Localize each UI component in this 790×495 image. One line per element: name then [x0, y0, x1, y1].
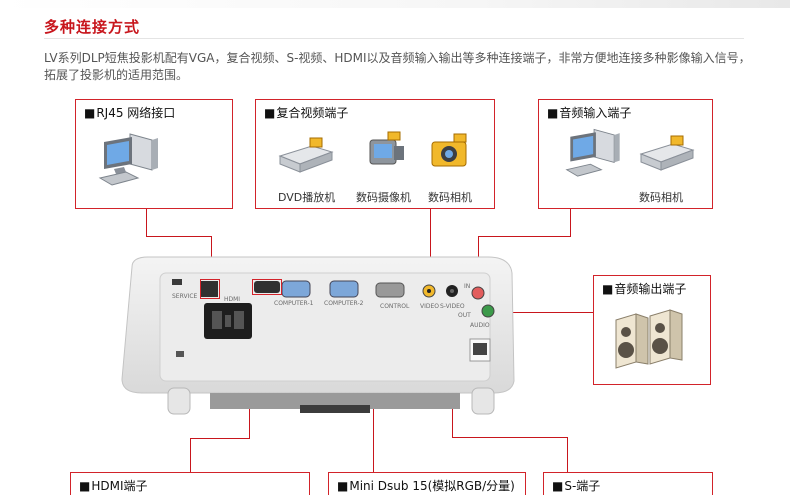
connector-line	[190, 438, 250, 439]
connector-line	[567, 437, 568, 472]
rj45-port-highlight	[200, 279, 220, 299]
computer-icon	[565, 128, 620, 177]
panel-label-svideo: S-VIDEO	[440, 303, 465, 310]
audio-output-label: 音频输出端子	[602, 280, 686, 297]
digital-camera-icon	[431, 133, 467, 167]
connector-line	[190, 438, 191, 472]
panel-label-computer1: COMPUTER-1	[274, 300, 314, 307]
connector-line	[452, 437, 568, 438]
camcorder-icon	[369, 131, 404, 165]
connector-line	[146, 236, 212, 237]
computer-icon	[98, 133, 158, 186]
composite-video-label: 复合视频端子	[264, 104, 348, 121]
device-caption: 数码相机	[428, 191, 472, 204]
device-caption: 数码相机	[639, 191, 683, 204]
speaker-icon	[615, 309, 683, 369]
rj45-box: RJ45 网络接口	[75, 99, 233, 209]
connector-line	[430, 209, 431, 285]
connector-line	[146, 209, 147, 236]
hdmi-label: HDMI端子	[79, 477, 147, 494]
panel-label-in: IN	[464, 283, 471, 290]
connector-line	[478, 236, 570, 237]
section-title: 多种连接方式	[44, 18, 141, 36]
panel-label-control: CONTROL	[380, 303, 410, 310]
audio-input-label: 音频输入端子	[547, 104, 631, 121]
svideo-box: S-端子	[543, 472, 713, 495]
projector-image	[121, 256, 515, 415]
top-bar	[0, 0, 790, 8]
composite-video-box: 复合视频端子 DVD播放机 数码摄像机 数码相机	[255, 99, 495, 209]
hdmi-box: HDMI端子	[70, 472, 310, 495]
dsub-label: Mini Dsub 15(模拟RGB/分量)	[337, 477, 515, 494]
device-caption: 数码摄像机	[356, 191, 411, 204]
svideo-label: S-端子	[552, 477, 600, 494]
panel-label-service: SERVICE	[172, 293, 198, 300]
dvd-player-icon	[278, 137, 334, 173]
rj45-label: RJ45 网络接口	[84, 104, 175, 121]
projector-rear-panel: SERVICE HDMI COMPUTER-1 COMPUTER-2 CONTR…	[118, 253, 518, 418]
panel-label-out: OUT	[458, 312, 471, 319]
title-divider	[44, 38, 744, 39]
dvd-player-icon	[639, 135, 695, 171]
panel-label-computer2: COMPUTER-2	[324, 300, 364, 307]
panel-label-hdmi: HDMI	[224, 296, 241, 303]
connector-line	[492, 312, 593, 313]
dsub-box: Mini Dsub 15(模拟RGB/分量)	[328, 472, 526, 495]
connector-line	[570, 209, 571, 237]
audio-input-box: 音频输入端子 数码相机	[538, 99, 713, 209]
panel-label-audio: AUDIO	[470, 322, 490, 329]
audio-output-box: 音频输出端子	[593, 275, 711, 385]
panel-label-video: VIDEO	[420, 303, 440, 310]
hdmi-port-highlight	[252, 279, 282, 295]
device-caption: DVD播放机	[278, 191, 336, 204]
description: LV系列DLP短焦投影机配有VGA，复合视频、S-视频、HDMI以及音频输入输出…	[44, 51, 751, 82]
